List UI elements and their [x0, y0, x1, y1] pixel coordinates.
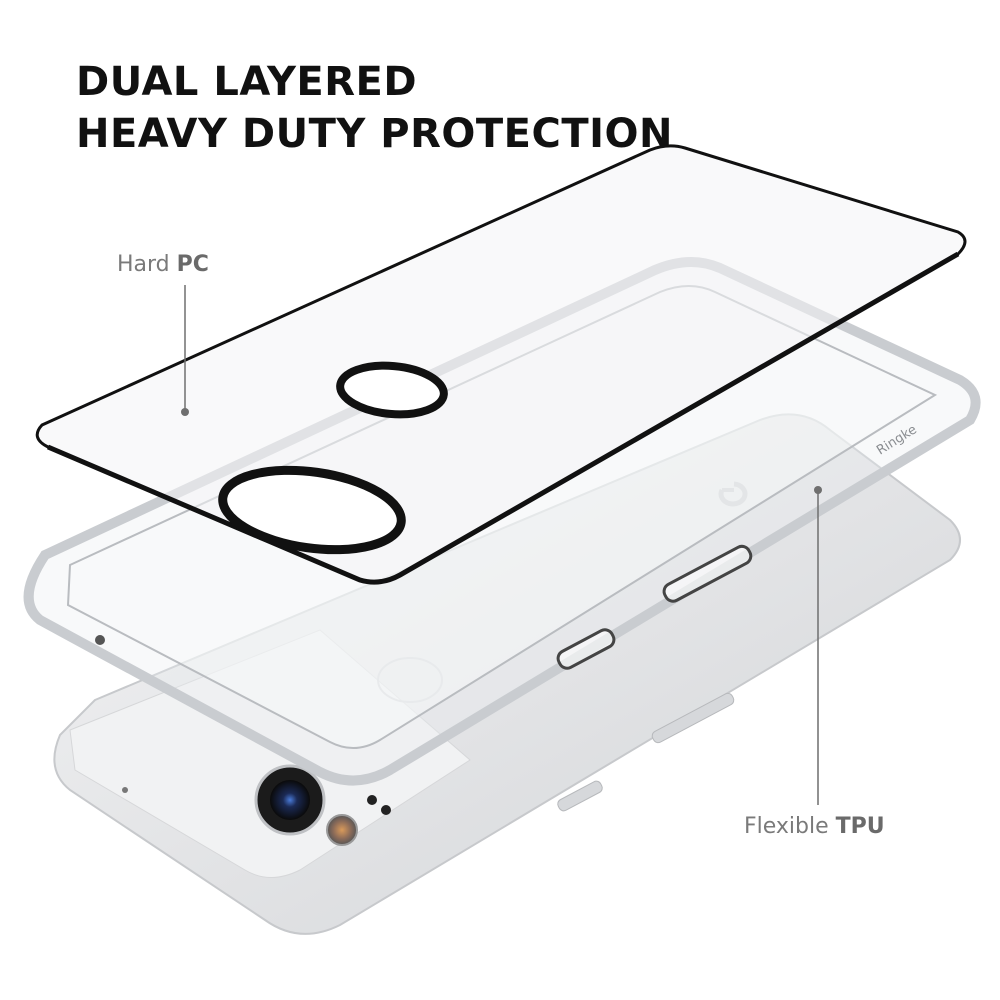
sensor-dot	[367, 795, 377, 805]
camera-icon	[254, 764, 326, 836]
headline: DUAL LAYERED HEAVY DUTY PROTECTION	[76, 56, 673, 160]
flash-icon	[326, 814, 358, 846]
pc-leader-dot	[181, 408, 189, 416]
headline-line-2: HEAVY DUTY PROTECTION	[76, 111, 673, 157]
headline-line-1: DUAL LAYERED	[76, 59, 418, 105]
volume-button-cover	[662, 544, 753, 603]
power-button-cover	[556, 628, 616, 670]
camera-cutout	[218, 465, 406, 555]
tpu-leader-dot	[814, 486, 822, 494]
hard-pc-back-plate	[35, 144, 967, 585]
sensor-dot	[381, 805, 391, 815]
power-button	[557, 780, 603, 812]
callout-flexible-tpu: Flexible TPU	[744, 814, 885, 839]
callout-hard-pc: Hard PC	[117, 252, 209, 277]
mic-hole	[122, 787, 128, 793]
lanyard-hole	[95, 635, 105, 645]
fingerprint-cutout	[336, 361, 448, 419]
volume-button	[651, 692, 735, 744]
